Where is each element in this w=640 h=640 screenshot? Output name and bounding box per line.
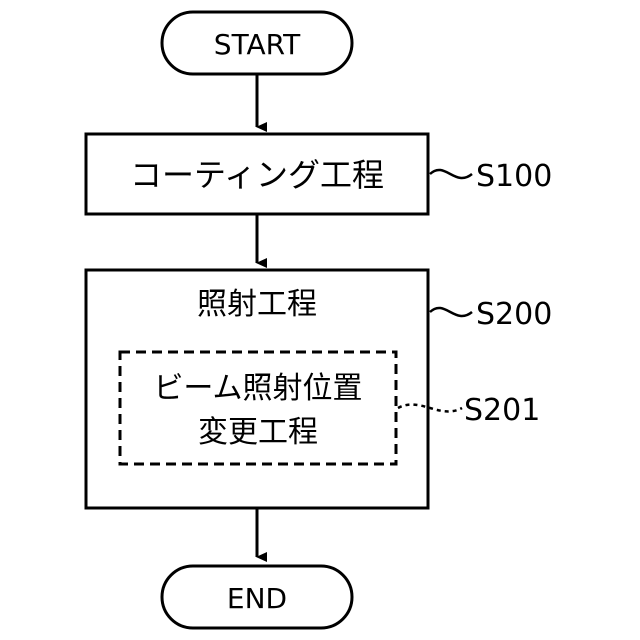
beam-position-change-box: ビーム照射位置 変更工程	[120, 352, 396, 464]
coating-step-box: コーティング工程	[86, 134, 428, 214]
beam-position-change-label-line2: 変更工程	[198, 415, 318, 450]
beam-position-change-label-line1: ビーム照射位置	[153, 371, 362, 406]
coating-step-ref: S100	[476, 159, 552, 194]
end-label: END	[227, 582, 287, 615]
end-terminal: END	[162, 566, 352, 628]
beam-position-change-ref: S201	[464, 393, 540, 428]
coating-step-label: コーティング工程	[130, 156, 384, 194]
start-terminal: START	[162, 12, 352, 74]
irradiation-step-label: 照射工程	[197, 287, 317, 322]
irradiation-step-leader	[430, 308, 472, 316]
irradiation-step-ref: S200	[476, 297, 552, 332]
coating-step-leader	[430, 170, 472, 178]
start-label: START	[214, 28, 301, 61]
